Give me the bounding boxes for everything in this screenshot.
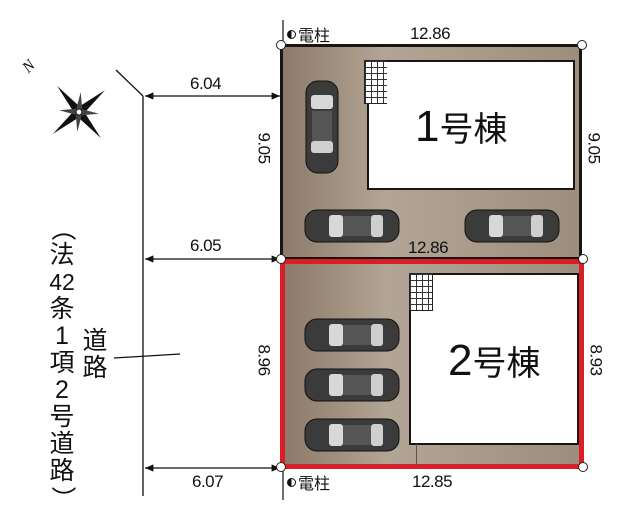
boundary-marker — [276, 254, 286, 264]
car-icon — [304, 418, 400, 452]
lot-2-bottom-width: 12.85 — [412, 472, 453, 491]
lot-1-right-depth: 9.05 — [584, 132, 604, 164]
utility-pole-label: 電柱 — [298, 28, 331, 45]
lot-1-left-depth: 9.05 — [254, 132, 274, 164]
road-label-char: 42 — [49, 269, 75, 295]
utility-pole-bottom: 電柱 — [287, 470, 330, 494]
road-label-char: 条 — [49, 295, 75, 323]
car-icon — [304, 318, 400, 352]
building-1-footprint[interactable] — [367, 60, 575, 190]
lot-1-bottom-width: 12.86 — [408, 238, 449, 257]
utility-pole-top: 電柱 — [287, 22, 330, 46]
car-icon — [305, 80, 339, 174]
utility-pole-icon — [287, 477, 296, 487]
road-side-label: 道 路 — [80, 328, 110, 382]
lot-2[interactable]: 2号棟 — [280, 259, 584, 469]
boundary-marker — [276, 462, 286, 472]
entrance-porch-grid — [409, 273, 433, 311]
road-label-char: 法 — [49, 241, 75, 269]
road-label-char: 道 — [82, 327, 108, 355]
compass-rose-icon — [52, 85, 106, 139]
car-icon — [304, 368, 400, 402]
lot-1-top-width: 12.86 — [410, 24, 451, 43]
lot-1[interactable]: 1号棟 — [280, 44, 582, 260]
entrance-porch-grid — [364, 60, 387, 104]
frontage-dim-2: 6.05 — [190, 236, 222, 255]
boundary-marker — [578, 462, 588, 472]
utility-pole-label: 電柱 — [298, 476, 331, 493]
road-label-char: 1 — [55, 322, 69, 350]
road-label-char: 路 — [49, 457, 75, 485]
frontage-dim-1: 6.04 — [190, 74, 222, 93]
boundary-marker — [578, 254, 588, 264]
road-label-char: ） — [48, 485, 77, 511]
road-classification-label: （ 法 42 条 1 項 2 号 道 路 ） — [47, 215, 77, 512]
building-1-label: 1号棟 — [415, 102, 508, 151]
utility-pole-icon — [287, 29, 296, 39]
building-2-footprint[interactable] — [409, 273, 579, 445]
boundary-marker — [276, 40, 286, 50]
boundary-marker — [577, 40, 587, 50]
building-2-label: 2号棟 — [448, 336, 541, 385]
road-label-char: 2 — [55, 376, 69, 404]
compass-rose: N — [18, 52, 108, 142]
road-label-char: （ — [48, 215, 77, 241]
road-label-char: 号 — [49, 403, 75, 431]
road-label-char: 項 — [49, 349, 75, 377]
lot-2-right-depth: 8.93 — [586, 344, 606, 376]
car-icon — [464, 209, 560, 243]
lot-2-left-depth: 8.96 — [254, 344, 274, 376]
road-label-char: 道 — [49, 430, 75, 458]
frontage-dim-3: 6.07 — [192, 472, 224, 491]
divider-line — [416, 444, 417, 466]
road-label-char: 路 — [82, 354, 108, 382]
car-icon — [304, 209, 400, 243]
